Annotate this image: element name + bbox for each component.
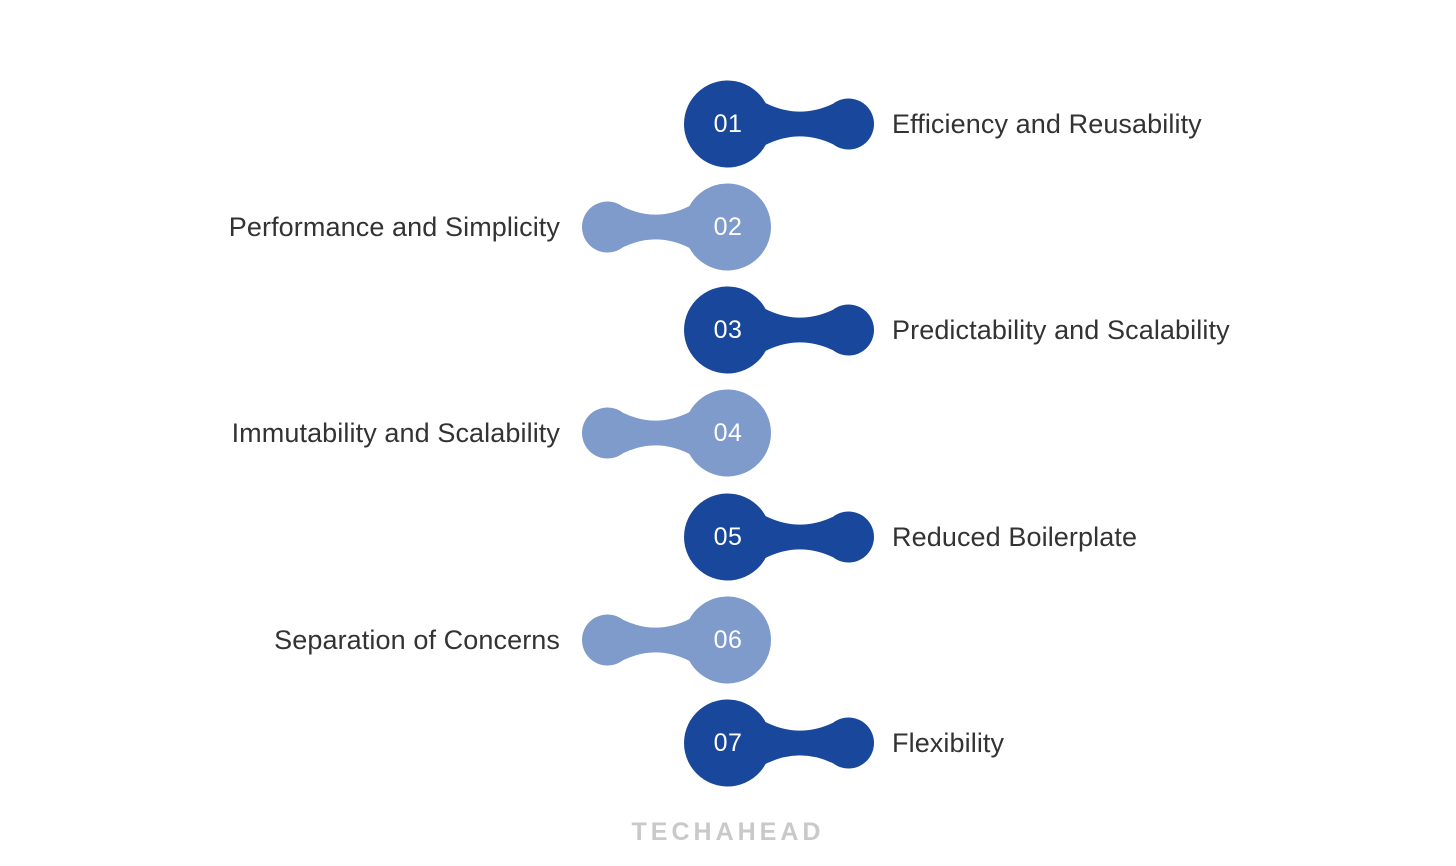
item-label: Predictability and Scalability [892,314,1230,345]
list-item[interactable]: 01 Efficiency and Reusability [0,72,1456,176]
item-number: 04 [713,418,743,447]
list-item[interactable]: 07 Flexibility [0,691,1456,795]
item-label: Reduced Boilerplate [892,521,1138,552]
list-item[interactable]: 04 Immutability and Scalability [0,381,1456,485]
item-label: Immutability and Scalability [231,417,560,448]
item-label: Flexibility [892,727,1005,758]
item-label: Efficiency and Reusability [892,108,1202,139]
list-item[interactable]: 06 Separation of Concerns [0,588,1456,692]
list-item[interactable]: 02 Performance and Simplicity [0,175,1456,279]
item-label: Performance and Simplicity [228,211,560,242]
item-number: 03 [713,315,743,344]
watermark-logo: TECHAHEAD [631,818,825,846]
item-number: 01 [713,109,743,138]
list-item[interactable]: 03 Predictability and Scalability [0,278,1456,382]
item-number: 02 [713,212,743,241]
item-number: 06 [713,625,743,654]
item-label: Separation of Concerns [274,624,560,655]
list-item[interactable]: 05 Reduced Boilerplate [0,485,1456,589]
item-number: 05 [713,522,743,551]
item-number: 07 [713,728,743,757]
